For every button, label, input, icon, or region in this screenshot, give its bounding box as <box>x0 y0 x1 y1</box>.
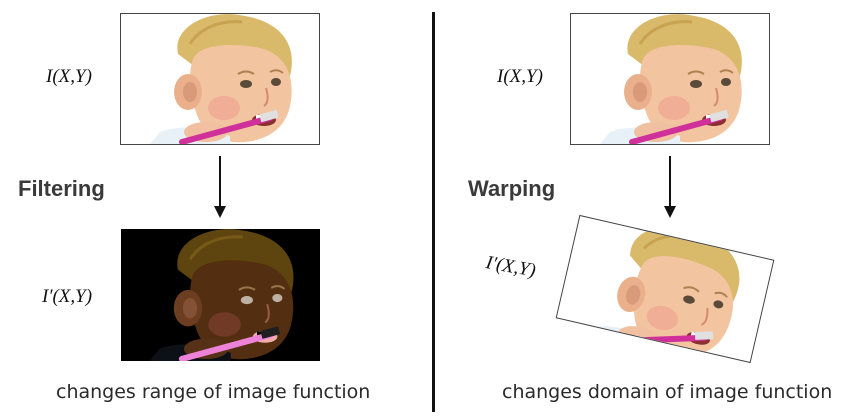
filtered-image <box>121 229 320 361</box>
warped-image <box>555 214 775 364</box>
child-photo-icon <box>557 216 773 362</box>
filtering-title: Filtering <box>18 176 105 201</box>
warping-caption: changes domain of image function <box>502 381 833 403</box>
child-photo-icon <box>121 14 319 144</box>
child-photo-icon <box>571 14 769 144</box>
input-image-left <box>120 13 320 145</box>
input-label-left: I(X,Y) <box>46 66 92 87</box>
filtering-caption: changes range of image function <box>56 381 371 403</box>
input-image-right <box>570 13 770 145</box>
output-label-right: I′(X,Y) <box>484 252 538 282</box>
down-arrow-icon <box>664 156 676 218</box>
inverted-child-photo-icon <box>121 229 320 361</box>
input-label-right: I(X,Y) <box>497 66 543 87</box>
panel-divider <box>432 12 435 412</box>
output-label-left: I′(X,Y) <box>42 286 93 307</box>
warping-title: Warping <box>468 176 556 201</box>
down-arrow-icon <box>214 156 226 218</box>
